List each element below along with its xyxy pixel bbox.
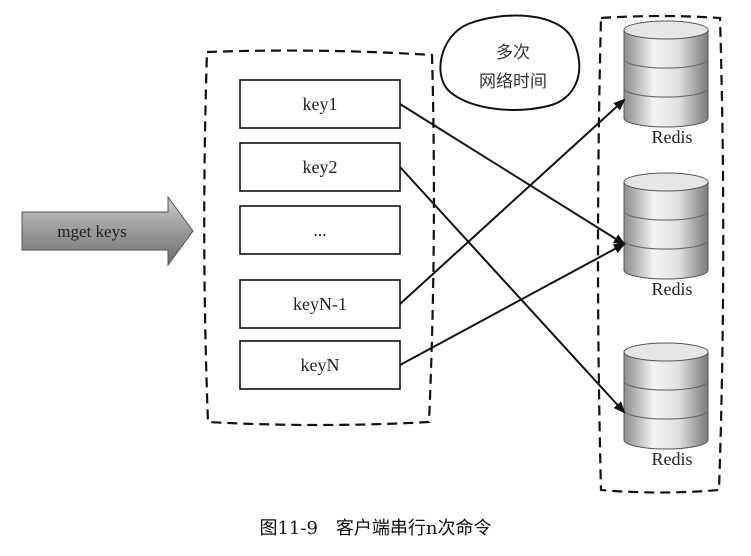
request-arrow xyxy=(399,103,626,246)
key-box: keyN-1 xyxy=(239,279,401,329)
redis-label: Redis xyxy=(651,127,692,147)
key-label: keyN-1 xyxy=(293,294,347,314)
key-label: key1 xyxy=(303,94,338,114)
redis-label: Redis xyxy=(651,449,692,469)
connection-lines xyxy=(399,98,626,414)
key-box: key1 xyxy=(239,79,401,129)
key-box: keyN xyxy=(239,340,401,390)
redis-database-icon: Redis xyxy=(623,342,709,469)
request-arrow xyxy=(399,166,626,414)
request-arrow xyxy=(399,243,626,366)
figure-caption: 图11-9 客户端串行n次命令 xyxy=(259,518,492,539)
network-time-note: 多次 网络时间 xyxy=(439,14,581,111)
key-label: ... xyxy=(313,220,327,240)
redis-label: Redis xyxy=(651,279,692,299)
mget-keys-label: mget keys xyxy=(57,222,126,241)
mget-keys-arrow: mget keys xyxy=(21,195,194,267)
note-line-2: 网络时间 xyxy=(479,72,547,92)
redis-group xyxy=(596,14,725,494)
client-key-group xyxy=(203,49,436,427)
key-list: key1 key2... keyN-1 keyN xyxy=(239,79,401,390)
key-box: ... xyxy=(239,205,401,255)
key-label: key2 xyxy=(303,157,338,177)
key-box: key2 xyxy=(239,142,401,192)
redis-database-icon: Redis xyxy=(623,20,709,147)
note-line-1: 多次 xyxy=(496,43,530,63)
redis-database-icon: Redis xyxy=(623,172,709,299)
key-label: keyN xyxy=(301,355,340,375)
request-arrow xyxy=(399,98,626,305)
